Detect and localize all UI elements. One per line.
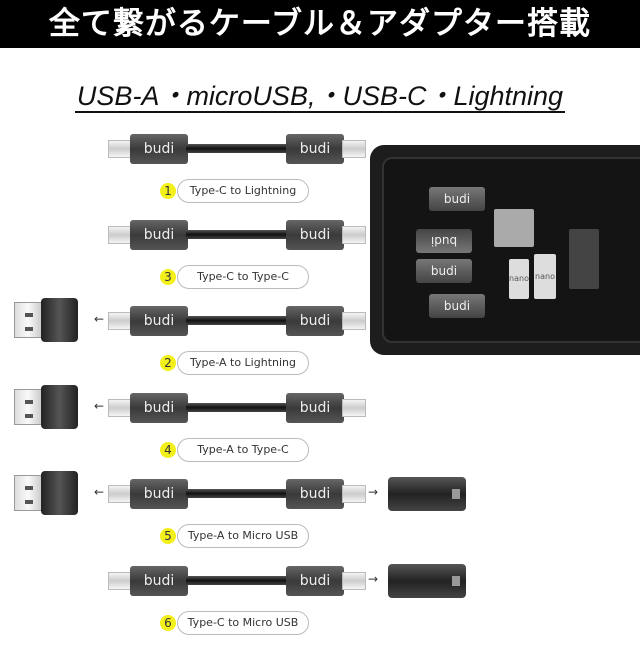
cable-image: budi budi [108, 304, 366, 336]
cable-head: budi [130, 134, 188, 164]
cable-head: budi [286, 566, 344, 596]
connector-tip [108, 312, 132, 330]
cable-image: budi budi [108, 391, 366, 423]
cable-wire [186, 230, 288, 239]
number-badge: 2 [160, 355, 176, 371]
cable-head: budi [286, 479, 344, 509]
cable-head: budi [130, 220, 188, 250]
cable-label: 3 Type-C to Type-C [160, 265, 310, 289]
sim-card: nano [534, 254, 556, 299]
connector-tip [108, 485, 132, 503]
cable-image: budi budi [108, 477, 366, 509]
subtitle: USB-A・microUSB,・USB-C・Lightning [74, 81, 566, 113]
connector-tip [342, 485, 366, 503]
number-badge: 6 [160, 615, 176, 631]
connector-tip [108, 572, 132, 590]
cable-label: 4 Type-A to Type-C [160, 438, 310, 462]
cable-wire [186, 576, 288, 585]
cable-type-label: Type-C to Type-C [177, 265, 309, 289]
cable-image: budi budi [108, 218, 366, 250]
micro-adapter [569, 229, 599, 289]
micro-usb-adapter-image [388, 477, 466, 511]
number-badge: 3 [160, 269, 176, 285]
cable-head: budi [286, 306, 344, 336]
cable-label: 5 Type-A to Micro USB [160, 524, 310, 548]
number-badge: 4 [160, 442, 176, 458]
cable-wire [186, 144, 288, 153]
cable-label: 6 Type-C to Micro USB [160, 611, 310, 635]
cable-label: 1 Type-C to Lightning [160, 179, 310, 203]
arrow-icon: ← [94, 312, 105, 326]
cable-head: budi [429, 187, 485, 211]
cable-wire [186, 489, 288, 498]
usb-a-adapter-image [14, 298, 78, 342]
connector-tip [342, 140, 366, 158]
cable-label: 2 Type-A to Lightning [160, 351, 310, 375]
cable-type-label: Type-A to Type-C [177, 438, 309, 462]
cable-head: budi [130, 393, 188, 423]
cable-head: budi [429, 294, 485, 318]
cable-image: budi budi [108, 564, 366, 596]
number-badge: 1 [160, 183, 176, 199]
cable-head: budi [286, 220, 344, 250]
usb-adapter [494, 209, 534, 247]
micro-usb-adapter-image [388, 564, 466, 598]
connector-tip [342, 312, 366, 330]
connector-tip [342, 572, 366, 590]
cable-head: budi [130, 306, 188, 336]
connector-tip [108, 226, 132, 244]
cable-wire [186, 403, 288, 412]
cable-type-label: Type-C to Micro USB [177, 611, 309, 635]
cable-head: budi [416, 259, 472, 283]
storage-case-image: budi budi budi budi nano nano [370, 145, 640, 355]
cable-head: budi [286, 393, 344, 423]
connector-tip [342, 226, 366, 244]
cable-image: budi budi [108, 132, 366, 164]
arrow-icon: ← [94, 485, 105, 499]
cable-type-label: Type-A to Lightning [177, 351, 309, 375]
arrow-icon: → [368, 572, 379, 586]
cable-head: budi [130, 566, 188, 596]
cable-type-label: Type-C to Lightning [177, 179, 309, 203]
arrow-icon: ← [94, 399, 105, 413]
usb-a-adapter-image [14, 471, 78, 515]
cable-head: budi [416, 229, 472, 253]
connector-tip [108, 140, 132, 158]
cable-head: budi [286, 134, 344, 164]
arrow-icon: → [368, 485, 379, 499]
usb-a-adapter-image [14, 385, 78, 429]
connector-tip [108, 399, 132, 417]
cable-wire [186, 316, 288, 325]
number-badge: 5 [160, 528, 176, 544]
banner-title: 全て繋がるケーブル＆アダプター搭載 [0, 0, 640, 48]
sim-card: nano [509, 259, 529, 299]
connector-tip [342, 399, 366, 417]
cable-type-label: Type-A to Micro USB [177, 524, 309, 548]
cable-head: budi [130, 479, 188, 509]
